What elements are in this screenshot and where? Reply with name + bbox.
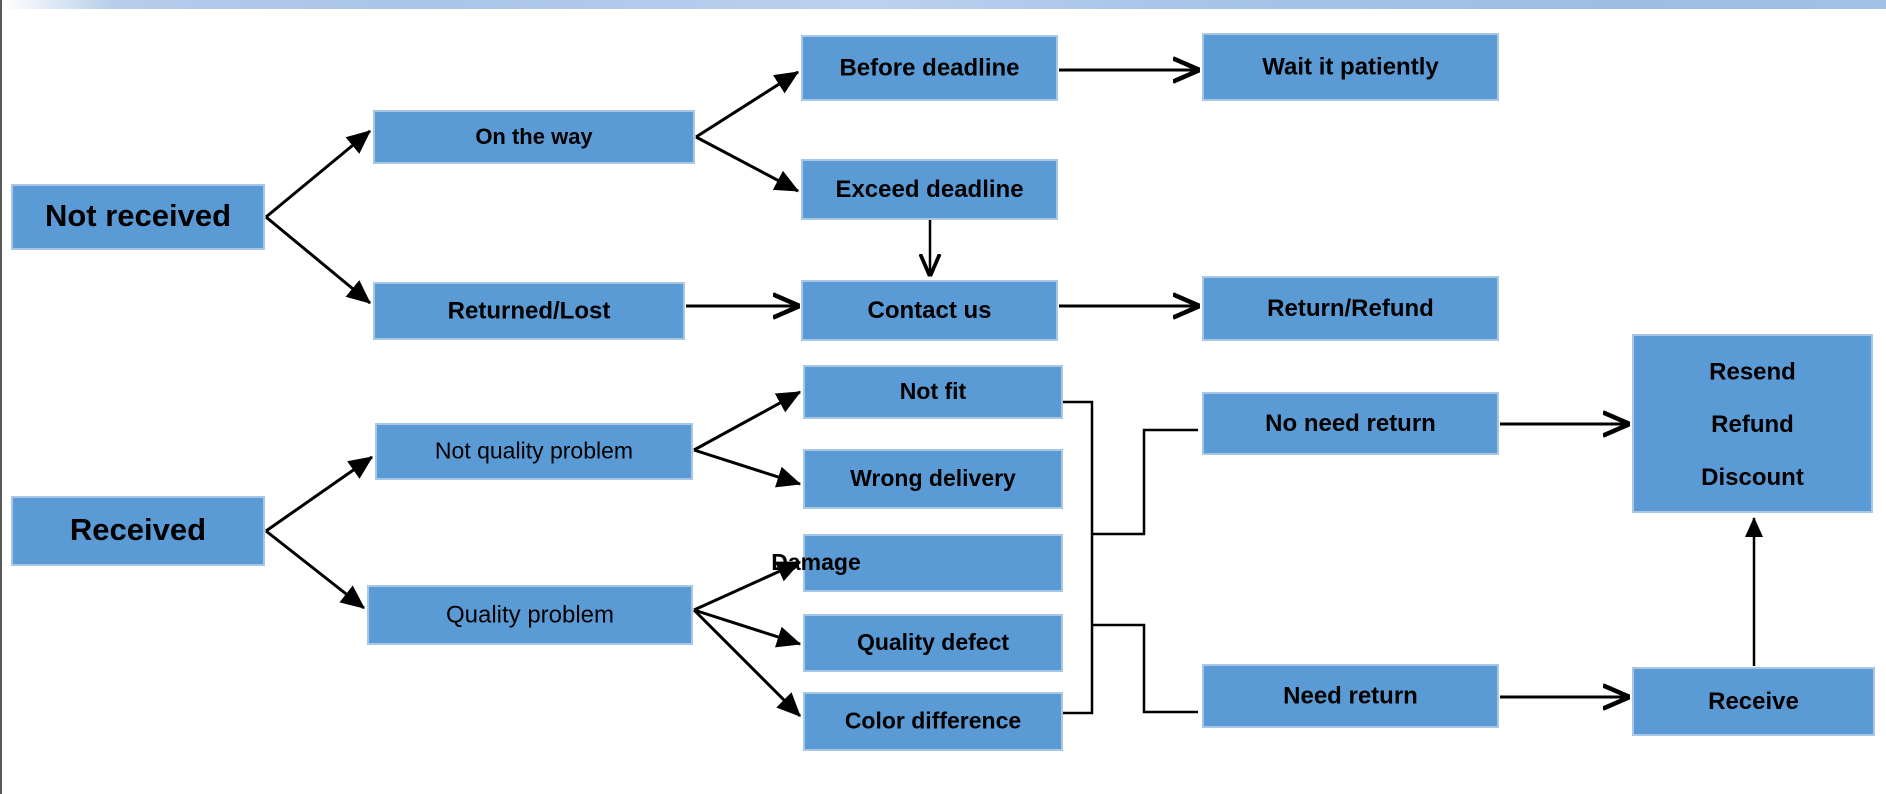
edge-not-received-to-returned-lost <box>265 215 371 305</box>
node-wait-it-patiently[interactable]: Wait it patiently <box>1202 33 1499 101</box>
node-box-damage <box>803 534 1063 592</box>
node-color-difference[interactable]: Color difference <box>803 692 1063 751</box>
node-box-return-refund <box>1202 276 1499 341</box>
node-label-not-fit: Not fit <box>900 378 967 404</box>
node-label-resend-refund-discount-line-0: Resend <box>1709 358 1796 385</box>
node-label-not-received: Not received <box>45 198 231 233</box>
edge-received-to-quality-problem <box>265 529 365 610</box>
node-box-no-need-return <box>1202 392 1499 455</box>
node-box-not-received <box>11 184 265 250</box>
window-top-band <box>2 0 1886 9</box>
node-box-receive <box>1632 667 1875 736</box>
edge-bracket-trunk <box>1062 400 1094 715</box>
edge-quality-problem-to-quality-defect <box>693 608 802 648</box>
node-box-on-the-way <box>373 110 695 164</box>
node-box-wait-it-patiently <box>1202 33 1499 101</box>
node-not-fit[interactable]: Not fit <box>803 365 1063 419</box>
node-wrong-delivery[interactable]: Wrong delivery <box>803 449 1063 509</box>
node-label-quality-defect: Quality defect <box>857 629 1009 655</box>
node-label-no-need-return: No need return <box>1265 410 1436 437</box>
node-label-on-the-way: On the way <box>475 124 593 149</box>
node-box-before-deadline <box>801 35 1058 101</box>
node-label-contact-us: Contact us <box>867 297 991 324</box>
edge-not-received-to-on-the-way <box>265 129 371 219</box>
edges-layer <box>265 70 1763 718</box>
node-label-wait-it-patiently: Wait it patiently <box>1262 53 1439 80</box>
node-label-returned-lost: Returned/Lost <box>448 297 611 324</box>
edge-on-the-way-to-before-deadline <box>695 70 800 139</box>
node-label-damage: Damage <box>771 549 860 575</box>
node-damage[interactable]: Damage <box>771 534 1063 592</box>
node-box-received <box>11 496 265 566</box>
node-label-not-quality: Not quality problem <box>435 438 633 464</box>
node-label-received: Received <box>70 512 206 547</box>
edge-quality-problem-to-damage <box>693 560 802 612</box>
node-box-not-quality <box>375 423 693 480</box>
node-label-resend-refund-discount-line-1: Refund <box>1711 411 1794 438</box>
node-label-need-return: Need return <box>1283 682 1418 709</box>
node-box-exceed-deadline <box>801 159 1058 220</box>
node-box-not-fit <box>803 365 1063 419</box>
node-box-need-return <box>1202 664 1499 728</box>
edge-on-the-way-to-exceed-deadline <box>695 135 800 193</box>
node-not-received[interactable]: Not received <box>11 184 265 250</box>
node-label-return-refund: Return/Refund <box>1267 295 1434 322</box>
edge-bracket-to-need-return <box>1092 623 1198 714</box>
node-return-refund[interactable]: Return/Refund <box>1202 276 1499 341</box>
edge-not-quality-to-not-fit <box>693 390 802 452</box>
node-box-color-difference <box>803 692 1063 751</box>
node-on-the-way[interactable]: On the way <box>373 110 695 164</box>
node-quality-problem[interactable]: Quality problem <box>367 585 693 645</box>
node-not-quality[interactable]: Not quality problem <box>375 423 693 480</box>
node-receive[interactable]: Receive <box>1632 667 1875 736</box>
node-before-deadline[interactable]: Before deadline <box>801 35 1058 101</box>
node-no-need-return[interactable]: No need return <box>1202 392 1499 455</box>
node-label-color-difference: Color difference <box>845 708 1021 734</box>
node-quality-defect[interactable]: Quality defect <box>803 614 1063 672</box>
node-label-receive: Receive <box>1708 688 1799 715</box>
node-need-return[interactable]: Need return <box>1202 664 1499 728</box>
node-label-quality-problem: Quality problem <box>446 601 614 628</box>
node-box-quality-defect <box>803 614 1063 672</box>
node-received[interactable]: Received <box>11 496 265 566</box>
edge-quality-problem-to-color-difference <box>692 608 802 718</box>
node-returned-lost[interactable]: Returned/Lost <box>373 282 685 340</box>
node-box-quality-problem <box>367 585 693 645</box>
node-box-contact-us <box>801 280 1058 341</box>
node-label-exceed-deadline: Exceed deadline <box>835 176 1023 203</box>
node-box-resend-refund-discount <box>1632 334 1873 513</box>
node-exceed-deadline[interactable]: Exceed deadline <box>801 159 1058 220</box>
node-label-before-deadline: Before deadline <box>839 54 1019 81</box>
node-box-returned-lost <box>373 282 685 340</box>
edge-received-to-not-quality-problem <box>265 455 373 533</box>
node-label-resend-refund-discount-line-2: Discount <box>1701 464 1804 491</box>
edge-not-quality-to-wrong-delivery <box>693 448 802 488</box>
node-contact-us[interactable]: Contact us <box>801 280 1058 341</box>
node-label-wrong-delivery: Wrong delivery <box>850 465 1016 491</box>
node-box-wrong-delivery <box>803 449 1063 509</box>
edge-bracket-to-no-need-return <box>1092 428 1198 536</box>
